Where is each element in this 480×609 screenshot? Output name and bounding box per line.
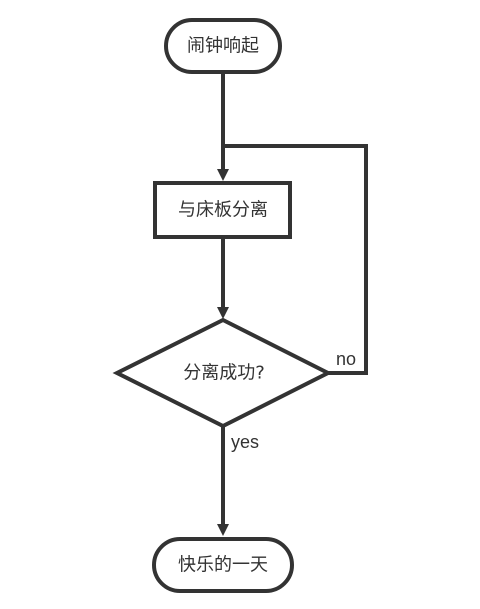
edges: no yes: [217, 72, 368, 536]
node-decision-label: 分离成功?: [183, 363, 265, 384]
edge-label-yes: yes: [231, 432, 259, 452]
decision-shape: [112, 317, 333, 429]
node-decision: 分离成功?: [112, 317, 333, 429]
terminator-shape: [152, 537, 294, 593]
terminator-shape: [164, 18, 282, 74]
edge-decision-to-step-no: [223, 144, 368, 375]
node-end-label: 快乐的一天: [178, 555, 268, 576]
edge-label-no: no: [336, 349, 356, 369]
process-shape: [153, 181, 292, 239]
node-start-label: 闹钟响起: [187, 36, 259, 57]
node-step-label: 与床板分离: [178, 200, 268, 221]
node-step: 与床板分离: [153, 181, 292, 239]
node-end: 快乐的一天: [152, 537, 294, 593]
node-start: 闹钟响起: [164, 18, 282, 74]
